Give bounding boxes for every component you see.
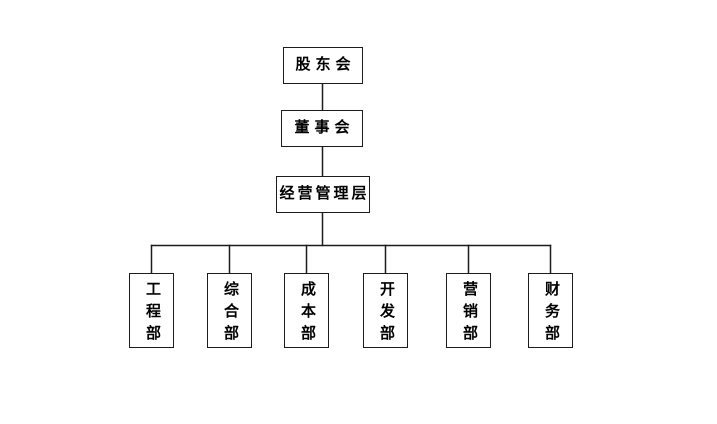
org-node-shareholders: 股东会 bbox=[283, 47, 363, 84]
org-node-dept-label: 财务部 bbox=[543, 281, 559, 347]
org-node-dept-label: 综合部 bbox=[222, 281, 238, 347]
org-node-management-label: 经营管理层 bbox=[279, 186, 370, 202]
org-node-dept-label: 营销部 bbox=[461, 281, 477, 347]
org-node-dept-marketing: 营销部 bbox=[446, 273, 491, 348]
org-node-dept-cost: 成本部 bbox=[284, 273, 329, 348]
org-node-dept-label: 开发部 bbox=[378, 281, 394, 347]
org-node-dept-general: 综合部 bbox=[207, 273, 252, 348]
org-node-management: 经营管理层 bbox=[276, 176, 370, 213]
org-node-dept-label: 工程部 bbox=[144, 281, 160, 347]
org-node-board: 董事会 bbox=[281, 110, 363, 147]
org-node-dept-engineering: 工程部 bbox=[129, 273, 174, 348]
org-node-shareholders-label: 股东会 bbox=[295, 57, 356, 73]
org-node-dept-development: 开发部 bbox=[363, 273, 408, 348]
org-node-board-label: 董事会 bbox=[294, 120, 355, 136]
org-node-dept-finance: 财务部 bbox=[528, 273, 573, 348]
org-node-dept-label: 成本部 bbox=[299, 281, 315, 347]
